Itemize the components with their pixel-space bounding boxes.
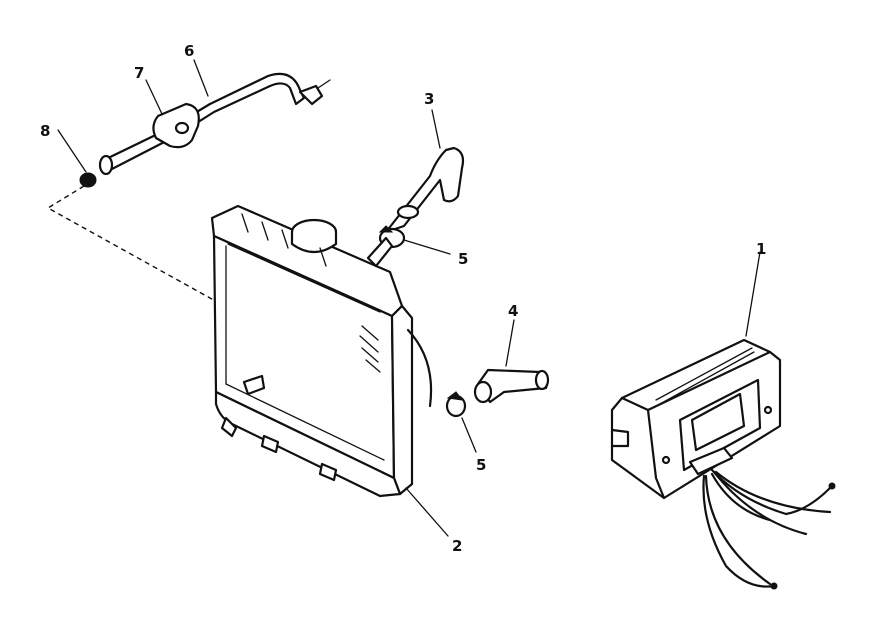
pipe-assembly <box>98 72 331 176</box>
lower-hose-leader <box>505 319 515 367</box>
pipe-leader <box>193 59 209 97</box>
upper-clamp-leader <box>403 239 451 255</box>
routing-dashed-line <box>46 185 320 399</box>
callout-radiator: 2 <box>452 537 462 555</box>
lower-clamp-leader <box>461 417 477 453</box>
control-unit-leader <box>745 251 761 337</box>
pipe <box>102 72 306 172</box>
nut-leader <box>57 129 87 173</box>
flange-leader <box>145 79 163 115</box>
pipe-end <box>98 154 114 176</box>
upper-hose-leader <box>431 109 441 149</box>
radiator-side-plate <box>390 304 414 496</box>
callout-lower-clamp: 5 <box>476 456 486 474</box>
nut <box>57 129 97 188</box>
radiator-leader <box>405 487 449 537</box>
callout-upper-clamp: 5 <box>458 250 468 268</box>
callout-lower-hose: 4 <box>508 302 518 320</box>
upper-clamp <box>378 225 451 255</box>
radiator <box>210 204 433 498</box>
callout-upper-hose: 3 <box>424 90 434 108</box>
lower-hose <box>473 319 550 404</box>
flange-hole <box>174 121 190 135</box>
callout-ecu: 1 <box>756 240 766 258</box>
pipe-clip-tab <box>317 79 331 89</box>
lower-clamp <box>445 391 477 453</box>
callout-flange: 7 <box>134 64 144 82</box>
upper-hose <box>384 109 465 234</box>
callout-pipe: 6 <box>184 42 194 60</box>
control-unit <box>610 251 836 590</box>
pipe-clip <box>298 84 324 106</box>
callout-nut: 8 <box>40 122 50 140</box>
